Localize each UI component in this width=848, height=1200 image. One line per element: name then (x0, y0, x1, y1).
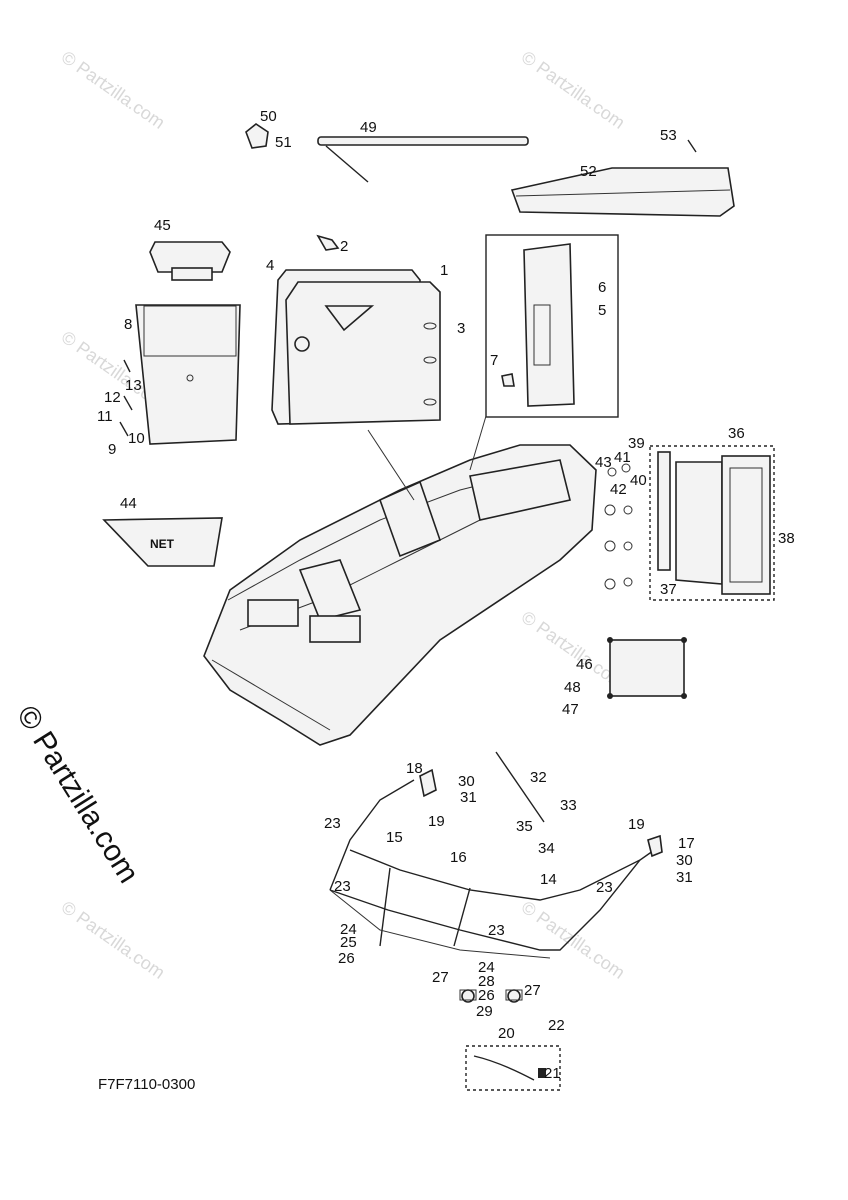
callout-29: 29 (476, 1003, 493, 1020)
callout-39: 39 (628, 435, 645, 452)
callout-4: 4 (266, 257, 274, 274)
part-seal-strip (465, 1045, 561, 1091)
callout-49: 49 (360, 119, 377, 136)
callout-27a: 27 (432, 969, 449, 986)
part-hatch (649, 445, 775, 601)
part-net: NET (102, 517, 223, 567)
callout-8: 8 (124, 316, 132, 333)
callout-45: 45 (154, 217, 171, 234)
callout-5: 5 (598, 302, 606, 319)
callout-24a: 24 (340, 921, 357, 938)
callout-41: 41 (614, 449, 631, 466)
part-corner-brackets (419, 768, 663, 858)
part-door-panel (271, 269, 441, 425)
callout-43: 43 (595, 454, 612, 471)
callout-23d: 23 (596, 879, 613, 896)
part-fasteners-left (119, 359, 133, 437)
callout-1: 1 (440, 262, 448, 279)
part-rod (317, 136, 529, 183)
part-board (510, 167, 735, 217)
callout-32: 32 (530, 769, 547, 786)
callout-46: 46 (576, 656, 593, 673)
callout-6: 6 (598, 279, 606, 296)
callout-34: 34 (538, 840, 555, 857)
callout-26a: 26 (338, 950, 355, 967)
callout-50: 50 (260, 108, 277, 125)
part-washers (604, 463, 633, 590)
watermark: © Partzilla.com (518, 897, 629, 983)
callout-53: 53 (660, 127, 677, 144)
callout-44: 44 (120, 495, 137, 512)
callout-23c: 23 (488, 922, 505, 939)
callout-38: 38 (778, 530, 795, 547)
callout-7: 7 (490, 352, 498, 369)
part-screw (687, 139, 697, 153)
callout-20: 20 (498, 1025, 515, 1042)
callout-27b: 27 (524, 982, 541, 999)
boat-hull (203, 444, 597, 746)
callout-2: 2 (340, 238, 348, 255)
callout-15: 15 (386, 829, 403, 846)
callout-12: 12 (104, 389, 121, 406)
callout-42: 42 (610, 481, 627, 498)
watermark: © Partzilla.com (518, 47, 629, 133)
callout-11: 11 (97, 408, 113, 425)
callout-13: 13 (125, 377, 142, 394)
part-cup-holder (149, 241, 231, 281)
part-bracket (316, 234, 340, 251)
part-clip (245, 123, 269, 149)
part-support-strut (495, 751, 545, 823)
callout-18: 18 (406, 760, 423, 777)
callout-47: 47 (562, 701, 579, 718)
callout-22: 22 (548, 1017, 565, 1034)
inset-detail-box (485, 234, 619, 418)
leader-line (469, 415, 487, 471)
diagram-code: F7F7110-0300 (98, 1076, 196, 1093)
callout-23b: 23 (334, 878, 351, 895)
callout-30b: 30 (676, 852, 693, 869)
callout-3: 3 (457, 320, 465, 337)
callout-16: 16 (450, 849, 467, 866)
callout-31b: 31 (676, 869, 693, 886)
callout-51: 51 (275, 134, 292, 151)
callout-9: 9 (108, 441, 116, 458)
callout-26b: 26 (478, 987, 495, 1004)
callout-48: 48 (564, 679, 581, 696)
leader-line (367, 429, 415, 501)
callout-14: 14 (540, 871, 557, 888)
callout-40: 40 (630, 472, 647, 489)
callout-33: 33 (560, 797, 577, 814)
callout-25: 25 (340, 934, 357, 951)
callout-37: 37 (660, 581, 677, 598)
callout-24b: 24 (478, 959, 495, 976)
callout-labels: 1 2 3 4 5 6 7 8 9 10 11 12 13 14 15 16 1… (97, 108, 795, 1082)
part-storage-bin (135, 304, 241, 445)
callout-52: 52 (580, 163, 597, 180)
callout-10: 10 (128, 430, 145, 447)
watermark: © Partzilla.com (58, 47, 169, 133)
callout-19a: 19 (428, 813, 445, 830)
callout-28: 28 (478, 973, 495, 990)
callout-21: 21 (544, 1065, 561, 1082)
callout-17: 17 (678, 835, 695, 852)
watermark: © Partzilla.com (58, 897, 169, 983)
callout-19b: 19 (628, 816, 645, 833)
part-windshield-frame (329, 779, 661, 959)
part-cover-plate (607, 637, 687, 699)
callout-31a: 31 (460, 789, 477, 806)
net-label: NET (150, 537, 175, 551)
callout-30a: 30 (458, 773, 475, 790)
callout-23a: 23 (324, 815, 341, 832)
part-feet (459, 989, 523, 1003)
callout-35: 35 (516, 818, 533, 835)
callout-36: 36 (728, 425, 745, 442)
